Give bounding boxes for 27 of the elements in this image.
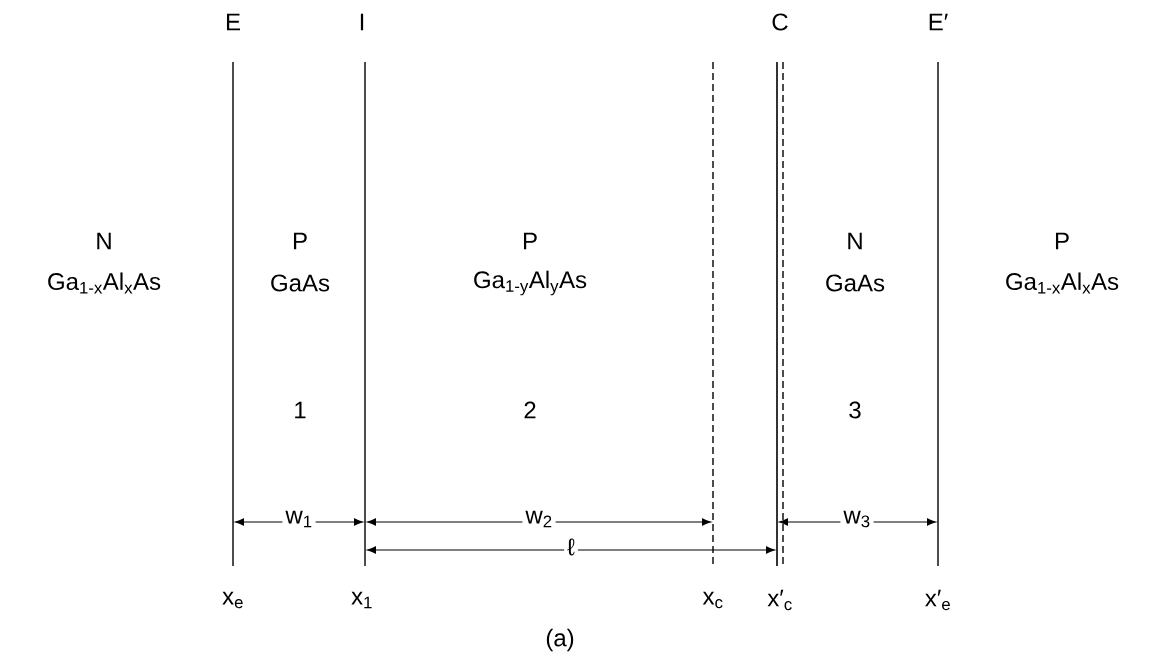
material-label: GaAs (826, 274, 885, 292)
material-label: Ga$_{1-x}$Al$_{x}$As (48, 272, 161, 294)
material-label: GaAs (271, 274, 330, 292)
doping-type: N (97, 232, 111, 250)
dimension-label: w$_{2}$ (522, 507, 556, 531)
caption: (a) (546, 628, 574, 652)
material-label: Ga$_{1-x}$Al$_{x}$As (1006, 272, 1119, 294)
doping-type: N (848, 232, 862, 250)
position-label: x$_{1}$ (351, 591, 372, 609)
region-number: 3 (849, 401, 861, 419)
position-label: x′$_{e}$ (925, 589, 950, 611)
dimension-label: ℓ (564, 535, 578, 559)
dimension-label: w$_{1}$ (282, 507, 316, 531)
interface-letter: E′ (929, 13, 948, 31)
doping-type: P (294, 232, 307, 250)
doping-type: P (524, 232, 537, 250)
interface-letter: E (227, 13, 240, 31)
material-label: Ga$_{1-y}$Al$_{y}$As (474, 270, 587, 296)
doping-type: P (1055, 232, 1069, 250)
region-number: 1 (295, 401, 306, 419)
interface-letter: I (360, 13, 364, 31)
region-number: 2 (524, 401, 536, 419)
position-label: x$_{e}$ (222, 591, 243, 609)
position-label: x$_{c}$ (702, 591, 723, 609)
dimension-label: w$_{3}$ (840, 507, 874, 531)
interface-letter: C (772, 13, 788, 31)
position-label: x′$_{c}$ (767, 589, 792, 611)
